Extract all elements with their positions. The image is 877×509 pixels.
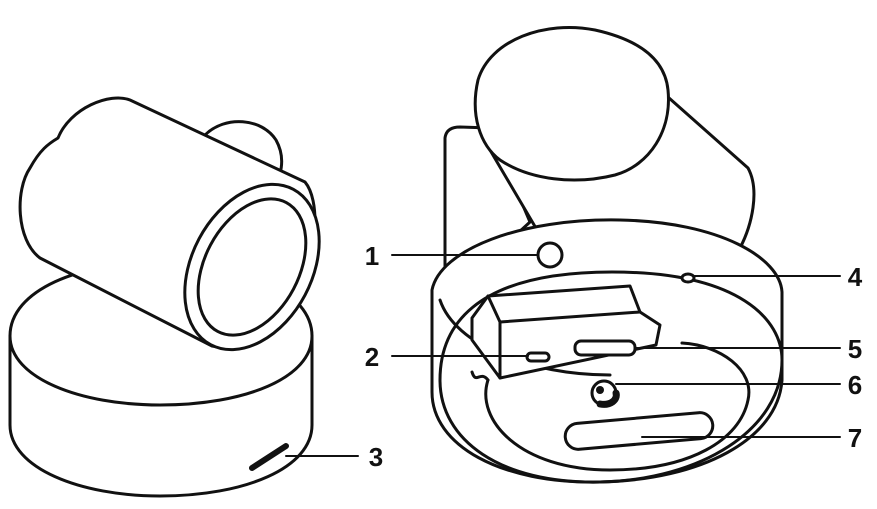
right-camera-button [538, 243, 562, 267]
callout-number-6: 6 [848, 370, 862, 400]
right-camera-usb-c-port [527, 353, 549, 361]
callout-number-5: 5 [848, 334, 862, 364]
callout-number-1: 1 [365, 241, 379, 271]
right-camera-reset-hole [682, 274, 694, 282]
callout-number-2: 2 [365, 342, 379, 372]
callout-number-3: 3 [369, 442, 383, 472]
right-camera-head [475, 27, 668, 180]
left-camera [10, 98, 346, 496]
right-camera-hdmi-port [575, 341, 635, 355]
callout-number-7: 7 [848, 423, 862, 453]
callout-number-4: 4 [848, 262, 863, 292]
